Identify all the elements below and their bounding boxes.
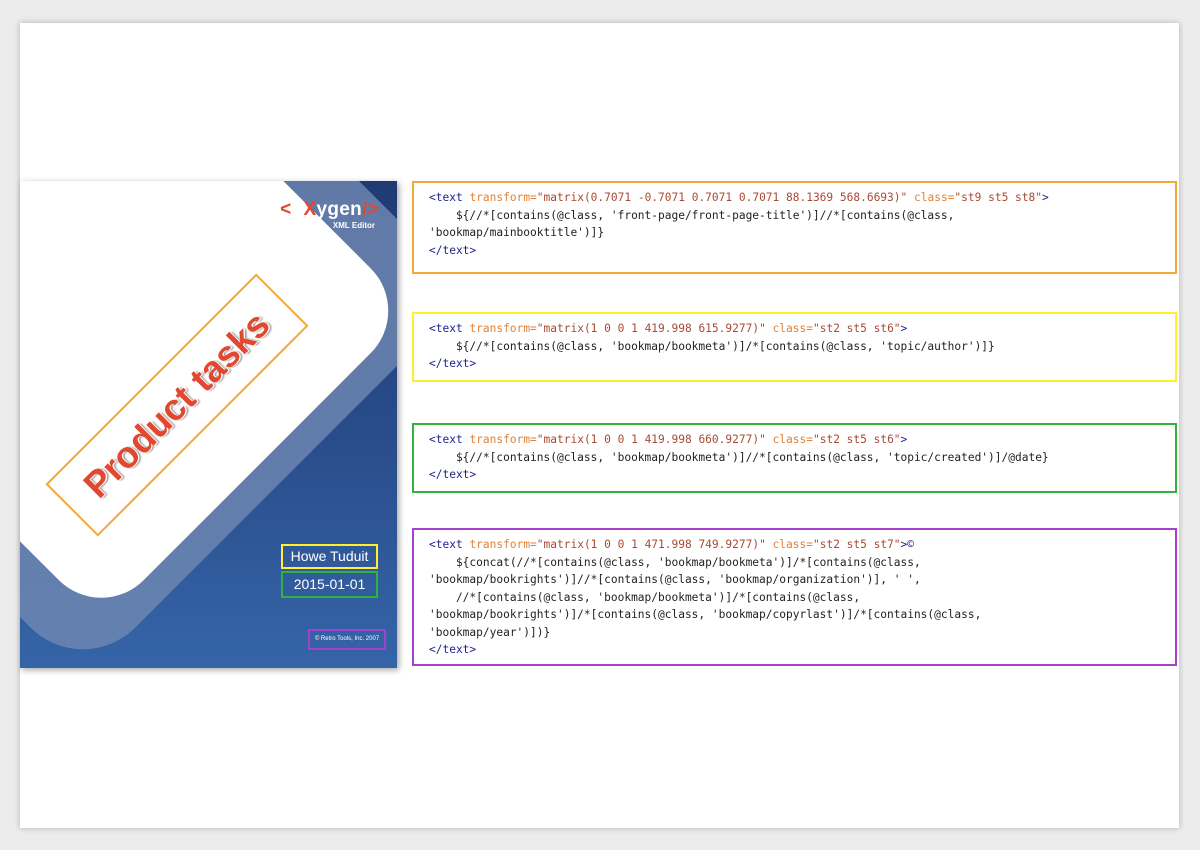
- code-end-tag: </text>: [429, 243, 477, 257]
- cover-date: 2015-01-01: [293, 576, 366, 592]
- code-value-transform: "matrix(1 0 0 1 419.998 615.9277)": [536, 322, 766, 335]
- oxygen-logo: <oXygen/> XML Editor: [280, 199, 379, 230]
- code-line: <text transform="matrix(1 0 0 1 419.998 …: [429, 320, 1161, 338]
- code-tag-close: >: [900, 433, 908, 446]
- figure-sheet: <oXygen/> XML Editor Product tasks Howe …: [20, 23, 1179, 828]
- code-attr-transform: transform=: [469, 322, 537, 335]
- cover-page: <oXygen/> XML Editor Product tasks Howe …: [20, 181, 397, 668]
- copyright-code-panel: <text transform="matrix(1 0 0 1 471.998 …: [412, 528, 1177, 666]
- code-value-class: "st9 st5 st8": [954, 191, 1042, 204]
- code-line: 'bookmap/year')])}: [429, 625, 551, 639]
- code-line: <text transform="matrix(1 0 0 1 419.998 …: [429, 431, 1161, 449]
- code-tag-close: >: [900, 322, 908, 335]
- cover-date-highlight: 2015-01-01: [281, 571, 378, 598]
- code-end-tag: </text>: [429, 357, 477, 370]
- code-open-tag: <text: [429, 538, 463, 551]
- cover-copyright-highlight: © Retro Tools, Inc. 2007: [308, 629, 386, 650]
- logo-subtitle: XML Editor: [332, 221, 375, 230]
- code-attr-class: class=: [772, 538, 813, 551]
- code-attr-class: class=: [772, 322, 813, 335]
- code-line: <text transform="matrix(0.7071 -0.7071 0…: [429, 189, 1161, 207]
- logo-rest: ygen: [316, 199, 363, 220]
- code-attr-class: class=: [772, 433, 813, 446]
- code-line: ${//*[contains(@class, 'front-page/front…: [429, 208, 955, 222]
- logo-x: X: [303, 199, 317, 220]
- code-attr-transform: transform=: [469, 433, 537, 446]
- cover-author: Howe Tuduit: [290, 548, 369, 564]
- code-value-transform: "matrix(1 0 0 1 471.998 749.9277)": [536, 538, 766, 551]
- code-line: //*[contains(@class, 'bookmap/bookmeta')…: [429, 590, 861, 604]
- logo-prefix: <: [280, 199, 292, 220]
- author-code-panel: <text transform="matrix(1 0 0 1 419.998 …: [412, 312, 1177, 382]
- code-line: 'bookmap/bookrights')]//*[contains(@clas…: [429, 573, 921, 586]
- code-attr-class: class=: [914, 191, 955, 204]
- code-open-tag: <text: [429, 433, 463, 446]
- code-line: 'bookmap/bookrights')]/*[contains(@class…: [429, 608, 982, 621]
- logo-wordmark: <oXygen/>: [280, 199, 379, 220]
- code-value-class: "st2 st5 st6": [812, 322, 901, 335]
- logo-o: o: [291, 199, 304, 220]
- title-code-panel: <text transform="matrix(0.7071 -0.7071 0…: [412, 181, 1177, 274]
- date-code-panel: <text transform="matrix(1 0 0 1 419.998 …: [412, 423, 1177, 493]
- code-line: 'bookmap/mainbooktitle')]}: [429, 226, 605, 239]
- code-end-tag: </text>: [429, 643, 477, 656]
- code-attr-transform: transform=: [469, 191, 537, 204]
- code-attr-transform: transform=: [469, 538, 537, 551]
- code-open-tag: <text: [429, 191, 463, 204]
- code-line: ${//*[contains(@class, 'bookmap/bookmeta…: [429, 450, 1049, 464]
- code-tag-close: >©: [900, 538, 915, 551]
- code-open-tag: <text: [429, 322, 463, 335]
- code-value-transform: "matrix(1 0 0 1 419.998 660.9277)": [536, 433, 766, 446]
- code-line: ${concat(//*[contains(@class, 'bookmap/b…: [429, 555, 921, 569]
- cover-author-highlight: Howe Tuduit: [281, 544, 378, 569]
- cover-copyright: © Retro Tools, Inc. 2007: [314, 636, 380, 642]
- code-value-class: "st2 st5 st7": [812, 538, 901, 551]
- code-line: <text transform="matrix(1 0 0 1 471.998 …: [429, 536, 1161, 554]
- code-tag-close: >: [1041, 191, 1049, 204]
- code-line: ${//*[contains(@class, 'bookmap/bookmeta…: [429, 339, 995, 353]
- code-value-class: "st2 st5 st6": [812, 433, 901, 446]
- logo-suffix: />: [362, 199, 379, 220]
- code-end-tag: </text>: [429, 468, 477, 481]
- code-value-transform: "matrix(0.7071 -0.7071 0.7071 0.7071 88.…: [536, 191, 908, 204]
